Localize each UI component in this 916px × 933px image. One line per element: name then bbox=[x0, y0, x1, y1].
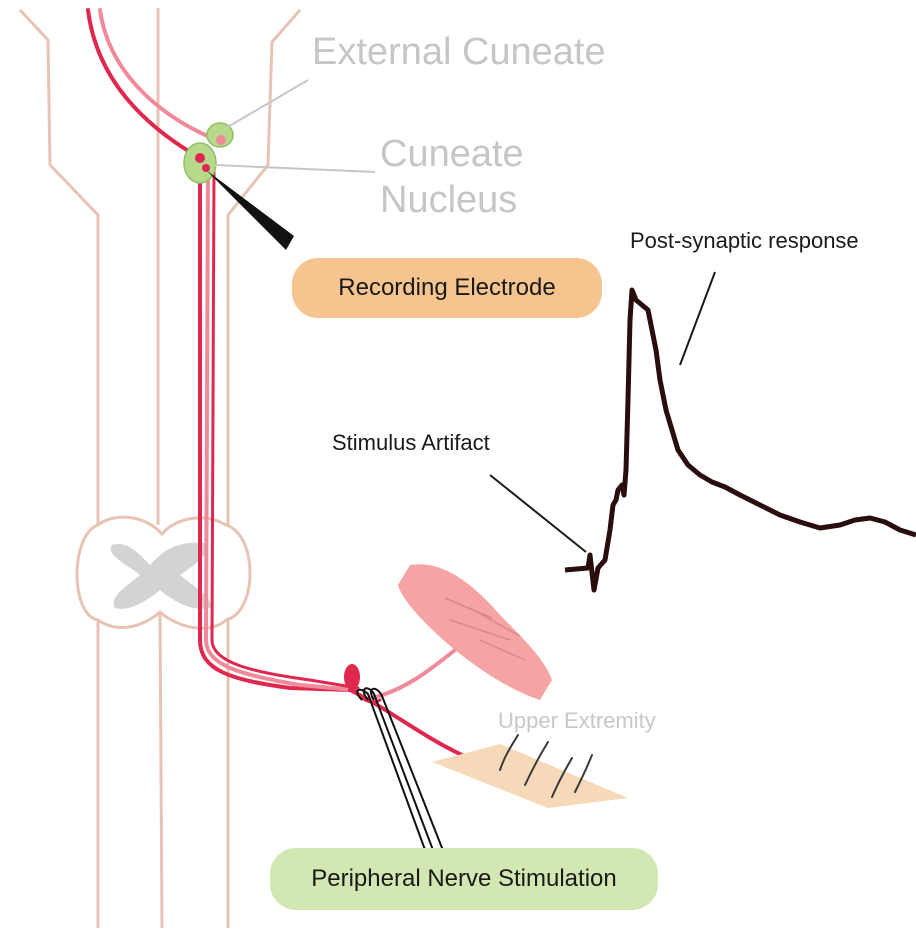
fiber-ascending-outer bbox=[100, 10, 212, 138]
cuneate-label-line1: Cuneate bbox=[380, 132, 524, 176]
peripheral-stimulation-label: Peripheral Nerve Stimulation bbox=[311, 865, 616, 893]
leader-lines bbox=[215, 80, 375, 172]
external-cuneate-leader bbox=[226, 80, 308, 128]
stimulus-artifact-leader bbox=[490, 475, 586, 552]
nuclei bbox=[184, 123, 233, 183]
nerve-fibers bbox=[88, 10, 462, 755]
fiber-to-muscle bbox=[372, 650, 455, 698]
post-synaptic-leader bbox=[680, 272, 715, 365]
peripheral-stimulation-pill: Peripheral Nerve Stimulation bbox=[270, 848, 658, 910]
stimulation-wires bbox=[357, 688, 446, 858]
recording-electrode bbox=[206, 170, 294, 250]
muscle bbox=[398, 564, 552, 700]
recorded-trace bbox=[565, 290, 916, 590]
brainstem-outline-right bbox=[228, 10, 300, 525]
muscle-body bbox=[398, 564, 552, 700]
cuneate-cell-1 bbox=[195, 153, 205, 163]
dorsal-root-ganglion bbox=[344, 664, 360, 690]
cuneate-cell-2 bbox=[202, 164, 210, 172]
recording-electrode-pill: Recording Electrode bbox=[292, 258, 602, 318]
post-synaptic-label: Post-synaptic response bbox=[630, 228, 859, 254]
midline-lower bbox=[160, 612, 162, 928]
cuneate-label-line2: Nucleus bbox=[380, 178, 517, 222]
skin-patch bbox=[432, 735, 628, 808]
recording-electrode-label: Recording Electrode bbox=[338, 274, 555, 302]
external-cuneate-label: External Cuneate bbox=[312, 30, 606, 74]
spinal-cord bbox=[20, 8, 300, 928]
upper-extremity-label: Upper Extremity bbox=[498, 708, 656, 734]
brainstem-outline-left bbox=[20, 10, 98, 525]
stimulus-artifact-label: Stimulus Artifact bbox=[332, 430, 490, 456]
cuneate-leader bbox=[215, 165, 375, 172]
external-cuneate-cell bbox=[216, 135, 226, 145]
